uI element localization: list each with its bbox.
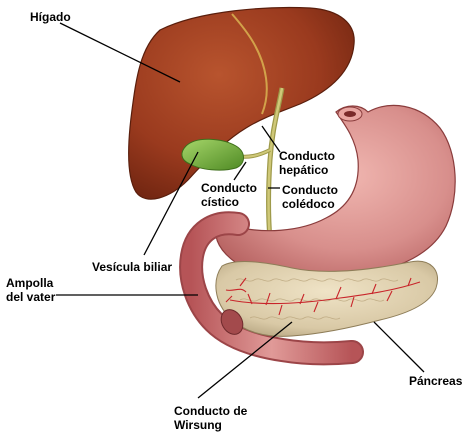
ampulla-shape (220, 309, 244, 335)
pancreas-texture (235, 278, 399, 320)
label-conducto-cistico: Conducto cístico (201, 181, 257, 209)
pancreas-shape (215, 260, 438, 337)
label-conducto-hepatico: Conducto hepático (279, 149, 335, 177)
label-ampolla-vater: Ampolla del vater (6, 276, 56, 304)
label-vesicula-biliar: Vesícula biliar (92, 260, 173, 274)
wirsung-duct (225, 277, 421, 316)
label-conducto-wirsung: Conducto de Wirsung (174, 404, 248, 432)
liver-ligament (231, 13, 268, 115)
label-higado: Hígado (30, 10, 71, 24)
leader-lines (56, 22, 425, 399)
label-conducto-coledoco: Conducto colédoco (282, 183, 338, 211)
gallbladder-shape (181, 138, 244, 171)
label-pancreas: Páncreas (409, 374, 463, 388)
